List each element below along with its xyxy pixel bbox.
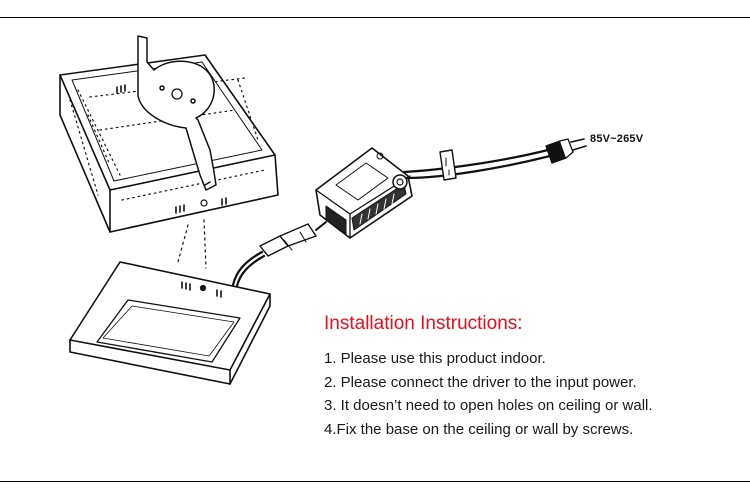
top-divider bbox=[0, 17, 750, 18]
mounting-bracket bbox=[137, 35, 217, 191]
alignment-lines bbox=[177, 219, 207, 269]
instruction-step-2: 2. Please connect the driver to the inpu… bbox=[324, 373, 637, 391]
led-panel bbox=[69, 261, 271, 385]
installation-instructions: Installation Instructions: 1. Please use… bbox=[324, 313, 734, 441]
instruction-list: 1. Please use this product indoor. 2. Pl… bbox=[324, 347, 734, 441]
instructions-title: Installation Instructions: bbox=[324, 313, 523, 334]
cable-tag bbox=[439, 149, 457, 181]
panel-cable bbox=[231, 250, 266, 288]
instruction-step-4: 4.Fix the base on the ceiling or wall by… bbox=[324, 420, 634, 438]
led-driver bbox=[315, 147, 413, 239]
instruction-step-1: 1. Please use this product indoor. bbox=[324, 350, 546, 367]
bottom-divider bbox=[0, 481, 750, 482]
power-cord bbox=[402, 148, 552, 180]
power-plug bbox=[545, 138, 587, 164]
voltage-label: 85V~265V bbox=[590, 133, 644, 145]
cable-connector bbox=[259, 221, 327, 257]
instruction-step-3: 3. It doesn’t need to open holes on ceil… bbox=[324, 397, 653, 414]
